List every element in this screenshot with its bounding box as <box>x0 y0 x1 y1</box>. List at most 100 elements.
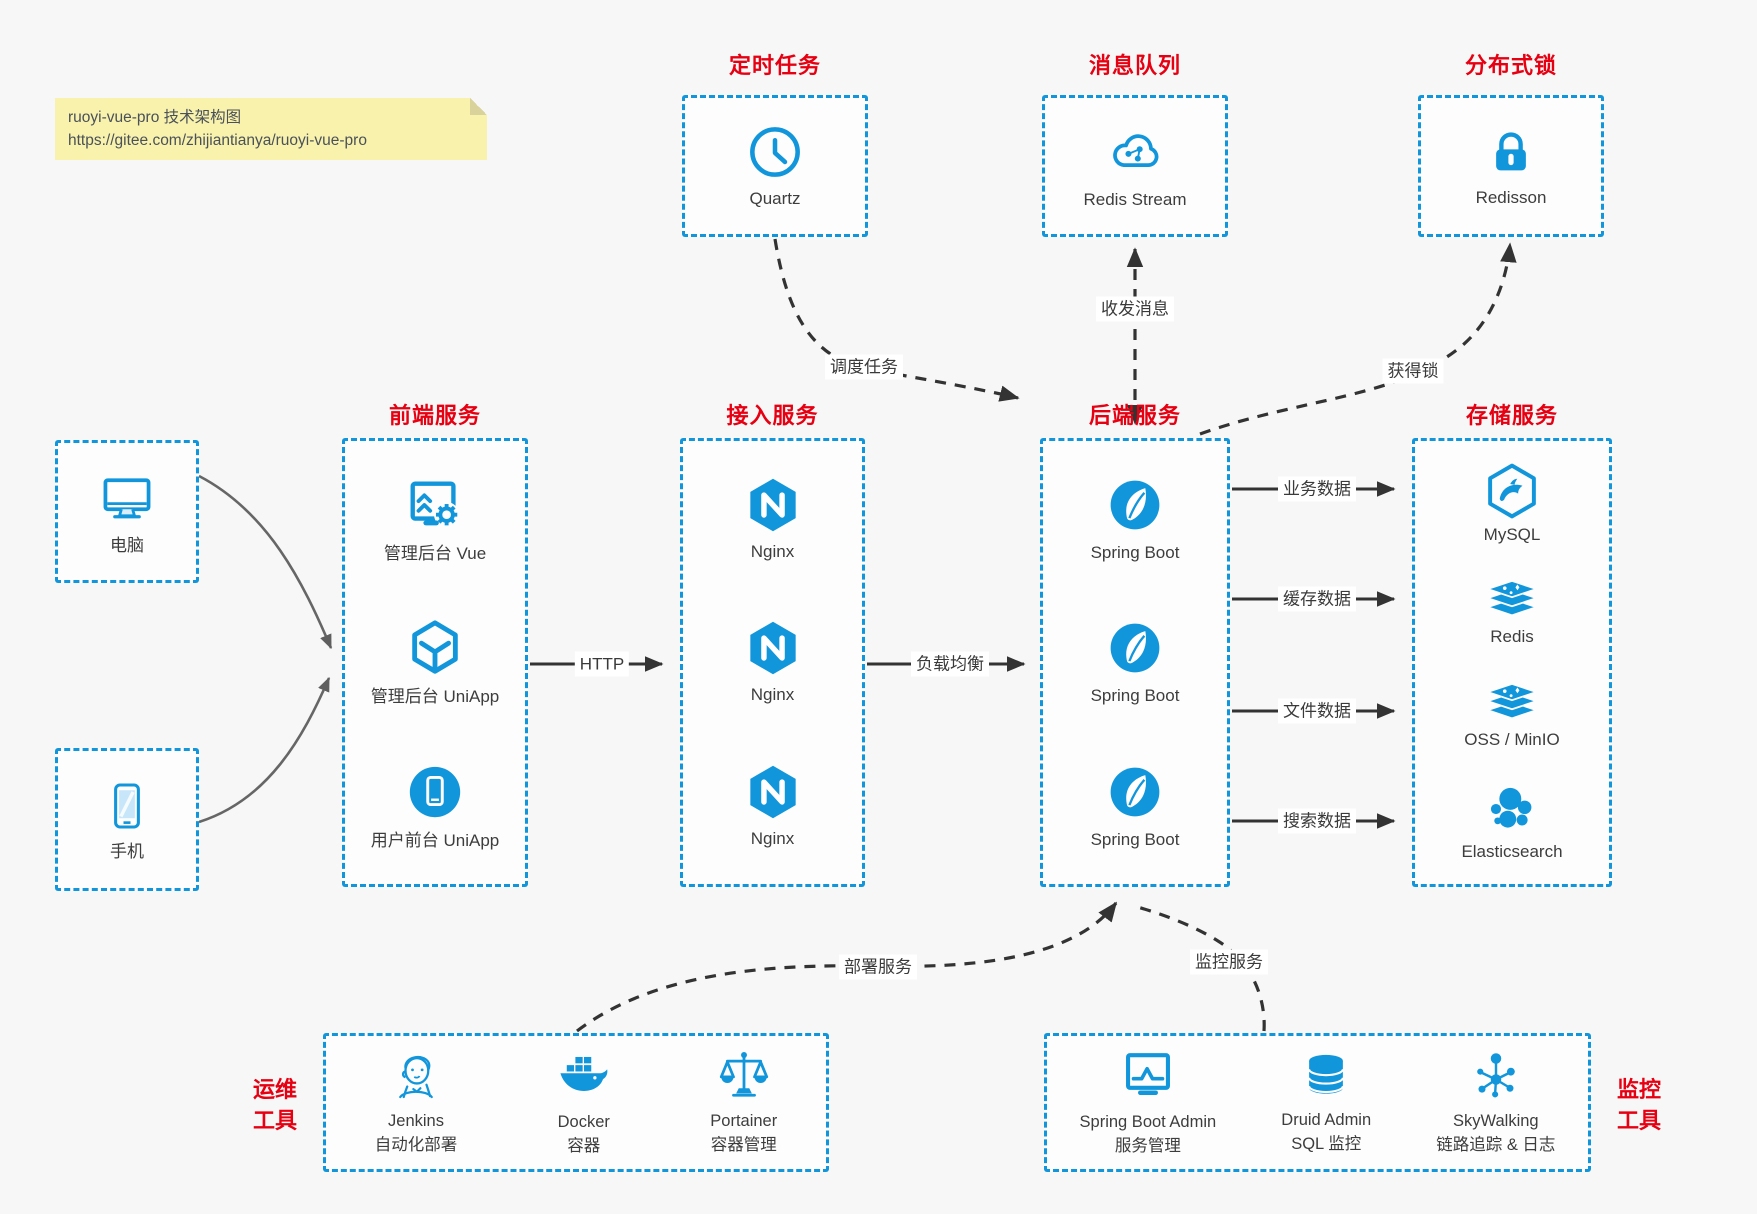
edge-label-acquire-lock: 获得锁 <box>1382 358 1444 384</box>
list-item: Redis Stream <box>1083 122 1187 210</box>
list-item: Nginx <box>744 619 802 705</box>
item-label: Spring Boot <box>1090 542 1180 562</box>
group-box-ops: Jenkins 自动化部署 Docker 容器 <box>323 1033 829 1172</box>
list-item: Redisson <box>1475 124 1547 208</box>
group-box-backend: Spring Boot Spring Boot Spring Boot <box>1040 438 1230 887</box>
group-title-queue: 消息队列 <box>1088 53 1181 78</box>
item-label: Redis Stream <box>1083 190 1187 209</box>
list-item: Portainer 容器管理 <box>710 1048 777 1157</box>
monitoring-title-line2: 工具 <box>1616 1108 1661 1133</box>
item-label: Nginx <box>750 541 795 561</box>
group-box-lock: Redisson <box>1418 95 1604 237</box>
item-label: Redis <box>1490 627 1534 647</box>
edge-schedule-arrow <box>773 238 1020 402</box>
list-item: 电脑 <box>97 468 157 556</box>
edge-label-load-balance: 负载均衡 <box>911 651 989 677</box>
nginx-icon <box>749 622 796 675</box>
group-title-frontend: 前端服务 <box>388 403 481 428</box>
item-label: Spring Boot Admin 服务管理 <box>1080 1110 1217 1158</box>
item-label: Druid Admin SQL 监控 <box>1281 1108 1371 1156</box>
ops-title-line1: 运维 <box>252 1077 297 1102</box>
note-fold-corner <box>470 98 487 115</box>
nginx-icon <box>749 765 796 819</box>
edge-label-http: HTTP <box>574 651 630 677</box>
redis-stack-icon <box>1486 580 1538 617</box>
list-item: 手机 <box>99 778 155 862</box>
item-label: OSS / MinIO <box>1464 729 1560 749</box>
item-desc: 链路追踪 & 日志 <box>1436 1136 1556 1154</box>
ops-title-line2: 工具 <box>252 1108 297 1133</box>
phone-icon <box>114 782 140 829</box>
group-box-frontend: 管理后台 Vue 管理后台 UniApp 用户前台 UniApp <box>342 438 528 887</box>
list-item: Druid Admin SQL 监控 <box>1281 1049 1371 1156</box>
client-box-computer: 电脑 <box>55 440 199 583</box>
list-item: 用户前台 UniApp <box>371 761 499 851</box>
item-label: Quartz <box>749 189 801 208</box>
sticky-note: ruoyi-vue-pro 技术架构图 https://gitee.com/zh… <box>55 98 487 160</box>
item-label: 管理后台 UniApp <box>370 687 500 707</box>
list-item: Spring Boot Admin 服务管理 <box>1080 1047 1217 1158</box>
monitor-chart-icon <box>1125 1053 1170 1096</box>
item-desc: SQL 监控 <box>1291 1135 1362 1153</box>
group-box-scheduler: Quartz <box>682 95 868 237</box>
note-url: https://gitee.com/zhijiantianya/ruoyi-vu… <box>68 132 367 149</box>
list-item: Spring Boot <box>1090 618 1180 706</box>
edge-label-monitor: 监控服务 <box>1190 949 1268 975</box>
portainer-icon <box>719 1052 768 1097</box>
item-desc: 容器 <box>567 1137 601 1155</box>
list-item: Spring Boot <box>1090 475 1180 563</box>
docker-icon <box>560 1056 608 1091</box>
list-item: MySQL <box>1483 463 1541 545</box>
item-desc: 容器管理 <box>710 1136 777 1154</box>
item-label: Nginx <box>750 685 795 705</box>
spring-boot-icon <box>1110 624 1160 673</box>
elasticsearch-icon <box>1490 787 1532 828</box>
item-label: 电脑 <box>110 535 144 555</box>
list-item: OSS / MinIO <box>1464 680 1560 750</box>
item-label: SkyWalking 链路追踪 & 日志 <box>1436 1109 1555 1157</box>
list-item: Spring Boot <box>1090 762 1180 850</box>
list-item: Jenkins 自动化部署 <box>375 1048 458 1157</box>
item-name: Docker <box>557 1113 610 1131</box>
item-label: Spring Boot <box>1090 830 1180 850</box>
item-label: MySQL <box>1483 525 1541 545</box>
group-title-scheduler: 定时任务 <box>728 53 821 78</box>
clock-icon <box>750 127 800 177</box>
item-label: Nginx <box>750 829 795 849</box>
list-item: 管理后台 Vue <box>384 474 486 564</box>
list-item: Redis <box>1483 577 1541 647</box>
user-app-icon <box>409 766 461 818</box>
list-item: 管理后台 UniApp <box>371 617 499 707</box>
cloud-stream-icon <box>1113 134 1159 168</box>
group-title-gateway: 接入服务 <box>726 403 819 428</box>
list-item: Docker 容器 <box>555 1047 613 1158</box>
spring-boot-icon <box>1110 767 1160 817</box>
edge-label-cache-data: 缓存数据 <box>1278 586 1356 612</box>
item-name: Spring Boot Admin <box>1079 1113 1217 1131</box>
edge-deploy-arrow <box>576 901 1118 1033</box>
edge-label-messages: 收发消息 <box>1096 296 1174 322</box>
group-box-storage: MySQL Redis <box>1412 438 1612 887</box>
item-label: Spring Boot <box>1090 686 1180 706</box>
group-box-queue: Redis Stream <box>1042 95 1228 237</box>
molecule-icon <box>1477 1053 1515 1098</box>
list-item: Nginx <box>744 763 802 849</box>
item-label: Redisson <box>1475 188 1547 207</box>
edge-label-deploy: 部署服务 <box>839 954 917 980</box>
item-name: Jenkins <box>388 1112 444 1130</box>
edge-label-search-data: 搜索数据 <box>1278 808 1356 834</box>
item-desc: 服务管理 <box>1114 1137 1181 1155</box>
cube-icon <box>412 620 458 675</box>
edge-phone-to-frontend <box>198 676 331 824</box>
oss-stack-icon <box>1486 682 1538 719</box>
nginx-icon <box>749 478 796 532</box>
admin-vue-icon <box>410 481 460 528</box>
item-name: Portainer <box>710 1112 778 1130</box>
item-label: Jenkins 自动化部署 <box>375 1109 458 1157</box>
list-item: SkyWalking 链路追踪 & 日志 <box>1436 1048 1555 1157</box>
list-item: Elasticsearch <box>1461 782 1563 862</box>
group-title-ops: 运维 工具 <box>240 1074 310 1136</box>
mysql-icon <box>1488 463 1536 519</box>
edge-monitor-arrow <box>1133 904 1266 1032</box>
